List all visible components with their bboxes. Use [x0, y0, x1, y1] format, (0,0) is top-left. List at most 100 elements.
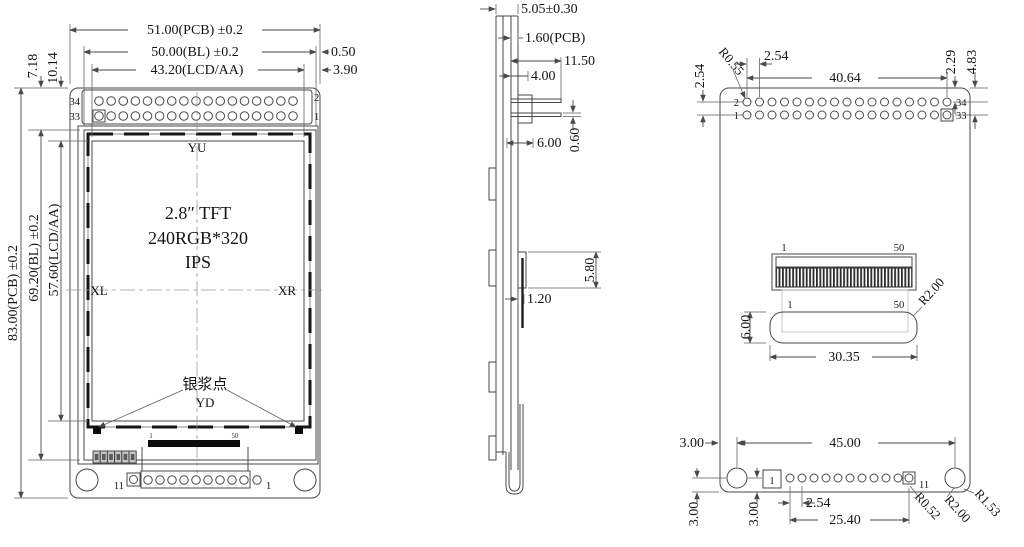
pin-circle [905, 110, 914, 120]
back-view: 2 1 34 33 2.54 R0.55 2.54 40.64 [680, 44, 1004, 528]
front-header-row-bottom [94, 111, 298, 121]
pin-circle [767, 110, 777, 120]
front-fpc-bar [148, 440, 240, 447]
back-header-label-top-left: 2 [734, 98, 739, 109]
pin-circle [917, 97, 927, 107]
front-glass-outline [77, 125, 319, 465]
dim-pcb-thickness: 1.60(PCB) [525, 31, 586, 46]
back-bottom-label-11: 11 [919, 480, 929, 491]
backlight-connector-cell-contact [94, 454, 99, 460]
pin-circle [805, 110, 814, 120]
dim-pcb-height: 83.00(PCB) ±0.2 [6, 245, 21, 341]
pin-circle [215, 475, 225, 485]
back-bottom-pin1-box [762, 469, 782, 489]
dim-top-to-bl: 7.18 [26, 54, 41, 79]
touch-label-xl: XL [90, 283, 107, 298]
pin-circle [755, 97, 764, 107]
side-tab-3 [488, 361, 497, 393]
front-backlight-outline [83, 129, 317, 461]
pin-circle [867, 110, 877, 120]
touch-label-yd: YD [196, 395, 215, 410]
pin-circle [842, 110, 852, 120]
back-bottom-label-1: 1 [769, 476, 774, 487]
pin-circle [942, 110, 952, 120]
pin-circle [880, 97, 889, 107]
side-fpc-wrap-inner [508, 404, 521, 492]
pin-circle [239, 96, 250, 106]
dim-header-height: 6.00 [537, 136, 562, 151]
pin-circle [880, 110, 889, 120]
pin-circle [942, 97, 952, 107]
front-bottom-label-1: 1 [266, 481, 271, 492]
pin-circle [94, 96, 104, 106]
back-fpc-ghost [781, 289, 909, 333]
dim-col-pitch: 2.54 [764, 49, 789, 64]
pin-circle [118, 111, 129, 121]
dim-edge-to-row-bottom: 4.83 [965, 50, 980, 75]
pin-circle [155, 475, 165, 485]
pin-circle [191, 475, 201, 485]
side-tab-4 [488, 435, 497, 461]
dim-slot-height: 6.00 [739, 315, 754, 340]
pin-circle [106, 111, 116, 121]
side-tab-2 [488, 249, 497, 287]
dim-bl-height: 69.20(BL) ±0.2 [27, 214, 42, 301]
back-slot-pin1-label: 1 [787, 300, 792, 311]
pin-circle [179, 475, 189, 485]
side-header-body [517, 94, 533, 124]
pin-circle [142, 111, 153, 121]
pin-circle [845, 473, 855, 483]
back-header-row-top [742, 97, 952, 107]
pin-circle [785, 473, 795, 483]
pin-circle [227, 96, 238, 106]
pin-circle [869, 473, 879, 483]
back-header-label-bottom-left: 1 [734, 111, 739, 122]
back-mount-hole-right [944, 467, 966, 489]
dim-aa-height: 57.60(LCD/AA) [47, 203, 62, 296]
back-slot-pin50-label: 50 [894, 300, 905, 311]
silver-dot-label: 银浆点 [182, 375, 227, 393]
pin-circle [857, 473, 867, 483]
pin-circle [239, 475, 249, 485]
dim-row-pitch: 2.54 [693, 64, 708, 89]
pin-circle [94, 111, 104, 121]
backlight-connector-cell-contact [123, 454, 128, 460]
pin-circle [263, 111, 274, 121]
dim-hole-edge: 3.00 [687, 502, 702, 527]
front-header-label-bottom-left: 33 [70, 112, 81, 123]
back-slot-outline [769, 311, 918, 344]
touch-label-xr: XR [278, 283, 296, 298]
dim-slot-radius: R2.00 [915, 275, 947, 308]
front-view: 34 33 2 1 2.8″ TFT 240RGB*320 IPS YU XL … [6, 23, 358, 499]
pin-circle [215, 96, 226, 106]
backlight-connector-cell-contact [102, 454, 106, 460]
pin-circle [166, 111, 177, 121]
pin-circle [833, 473, 843, 483]
pin-circle [167, 475, 177, 485]
dim-total-thickness: 5.05±0.30 [521, 2, 578, 17]
pin-circle [118, 96, 129, 106]
back-bottom-pin-row [785, 473, 903, 483]
pin-circle [780, 110, 789, 120]
pin-circle [742, 110, 752, 120]
pin-circle [742, 97, 752, 107]
front-fpc-pin50-label: 50 [232, 432, 240, 440]
dim-hole-radius: R2.00 [942, 492, 974, 525]
front-fpc-pin1-label: 1 [149, 432, 153, 440]
dim-slot-width: 30.35 [828, 350, 860, 365]
dim-row-edge: 3.00 [747, 502, 762, 527]
panel-size-text: 2.8″ TFT [165, 203, 231, 223]
pin-circle [154, 111, 165, 121]
pin-circle [276, 111, 286, 121]
pin-circle [288, 111, 298, 121]
pin-circle [892, 110, 902, 120]
front-backlight-connector [92, 450, 137, 464]
pin-circle [797, 473, 807, 483]
front-mount-hole-right [293, 468, 317, 492]
back-header-row-bottom [742, 110, 952, 120]
pin-circle [930, 110, 939, 120]
pin-circle [917, 110, 927, 120]
front-bottom-pad11-hole [129, 475, 138, 484]
pin-circle [805, 97, 814, 107]
